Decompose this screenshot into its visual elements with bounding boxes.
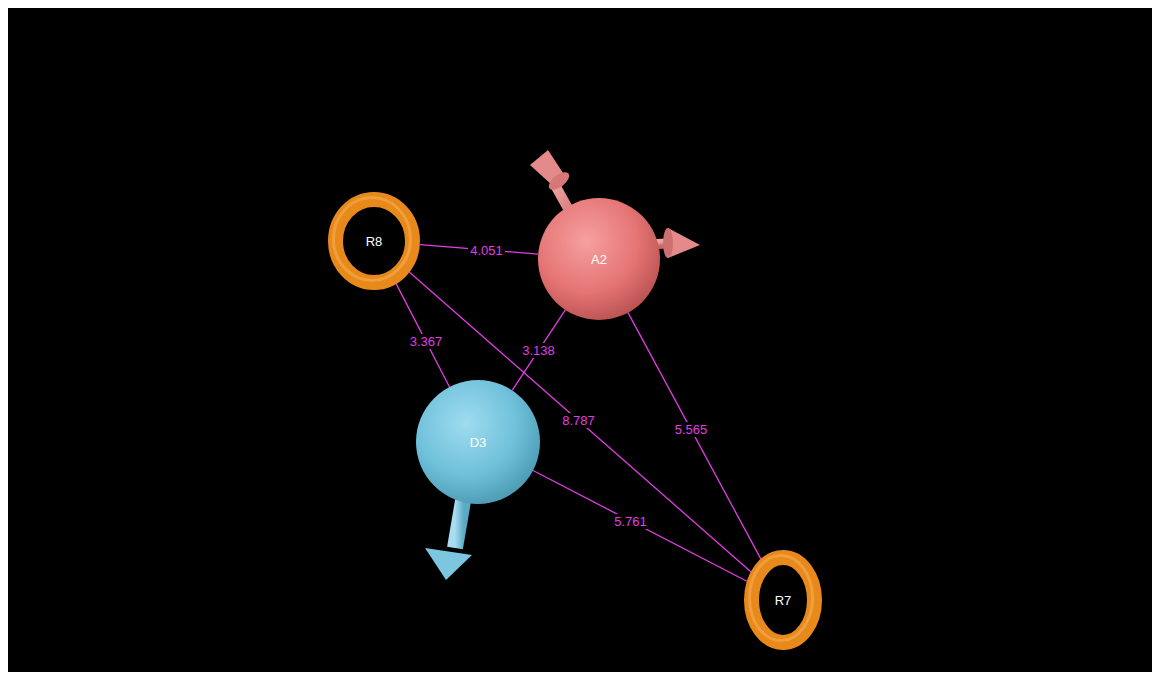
distance-line [410,272,751,572]
acceptor-sphere: A2 [538,198,660,320]
distance-line [396,284,449,387]
distance-line [533,471,747,582]
feature-label: D3 [470,435,487,450]
background [8,8,1152,672]
distance-label: 5.761 [612,514,649,529]
distance-line [512,310,565,390]
donor-vector [425,495,472,580]
feature-label-holder: R7 [744,550,822,650]
aromatic-ring: R8 [328,192,420,290]
feature-label-holder: R8 [328,192,420,290]
distance-label: 5.565 [673,422,710,437]
aromatic-ring: R7 [744,550,822,650]
distance-label: 3.367 [408,334,445,349]
feature-label: R8 [366,234,383,249]
feature-label: R7 [775,593,792,608]
distance-label: 8.787 [560,413,597,428]
feature-label-holder: D3 [416,380,540,504]
distance-label: 3.138 [520,343,557,358]
feature-label-holder: A2 [538,198,660,320]
distance-label: 4.051 [468,243,505,258]
donor-sphere: D3 [416,380,540,504]
feature-label: A2 [591,252,607,267]
